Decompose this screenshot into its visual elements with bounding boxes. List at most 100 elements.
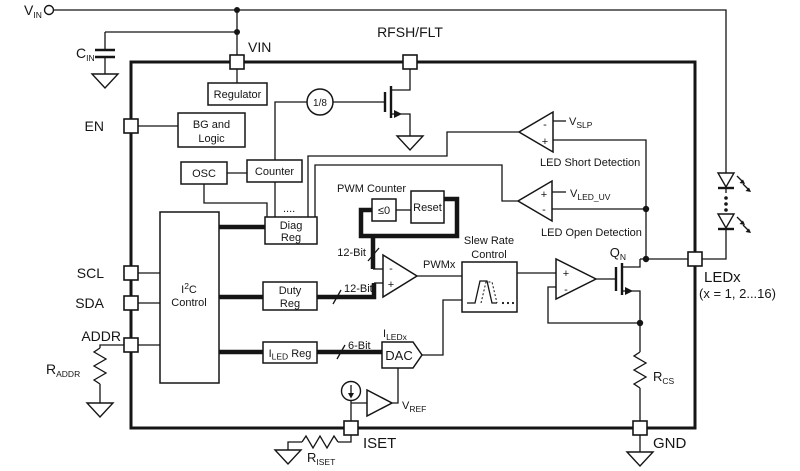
regulator-label: Regulator — [214, 89, 262, 101]
counter-block — [246, 159, 303, 183]
pin-vin — [229, 54, 245, 70]
diag-reg-label-1: Diag — [280, 220, 303, 232]
vin-terminal — [43, 4, 55, 16]
current-error-opamp — [555, 257, 598, 301]
wire-rfsh-drain — [391, 69, 411, 91]
counter-label: Counter — [255, 166, 294, 178]
iled-reg-block — [262, 341, 318, 364]
reset-block — [410, 190, 445, 224]
wire-osc-diag — [203, 184, 268, 217]
pin-en-label: EN — [85, 118, 104, 134]
dac-label: DAC — [385, 348, 412, 363]
pin-gnd — [632, 420, 648, 436]
pin-ledx-label: LEDx — [704, 269, 741, 286]
buses — [219, 196, 460, 360]
wire-vref — [350, 368, 399, 421]
wire-led-sense-top — [553, 139, 647, 209]
regulator-block — [207, 82, 268, 106]
ledx-note: (x = 1, 2...16) — [699, 286, 776, 301]
pin-rfsh-label: RFSH/FLT — [377, 24, 443, 40]
wire-raddr — [99, 344, 124, 403]
open-cmp-plus: + — [541, 189, 547, 201]
pwm-cmp-plus: + — [388, 279, 394, 291]
duty-reg-block — [262, 281, 318, 311]
junction-dots — [234, 7, 650, 327]
cin-ground-icon — [90, 73, 120, 90]
led-string — [716, 172, 751, 233]
pin-scl-label: SCL — [77, 265, 104, 281]
pin-rfsh — [402, 54, 418, 70]
osc-label: OSC — [192, 168, 216, 180]
riset-ground-icon — [273, 449, 303, 466]
bus-slash-12bit-top — [367, 247, 380, 262]
cin-label: CIN — [76, 45, 95, 63]
led-open-comparator — [516, 179, 553, 223]
cin-capacitor — [95, 48, 115, 59]
vslp-label: VSLP — [569, 116, 593, 130]
pins — [123, 54, 703, 436]
i2c-label-2: Control — [171, 297, 206, 309]
le-zero-label: ≤0 — [378, 205, 390, 217]
diag-dots-label: .... — [283, 203, 295, 215]
pin-addr — [123, 337, 139, 353]
short-cmp-plus: + — [542, 136, 548, 148]
wire-short-cmp-out — [307, 131, 519, 217]
diag-reg-label-2: Reg — [281, 232, 301, 244]
pin-vin-label: VIN — [248, 39, 271, 55]
pin-iset-label: ISET — [363, 435, 396, 452]
wire-counter-divider — [274, 101, 307, 160]
divider-block — [306, 88, 334, 116]
bit12-bot-label: 12-Bit — [344, 283, 373, 295]
bg-logic-block — [177, 112, 246, 148]
bus-slash-12bit-bot — [332, 289, 342, 305]
rfsh-mosfet — [383, 86, 402, 118]
pin-gnd-label: GND — [653, 435, 687, 452]
duty-reg-label-1: Duty — [279, 285, 302, 297]
pin-en — [123, 118, 139, 134]
resistors — [92, 347, 648, 450]
divider-label: 1/8 — [313, 98, 327, 109]
led-light-arrow-icon — [736, 175, 751, 233]
opamp-minus: - — [564, 284, 568, 296]
pwm-counter-label: PWM Counter — [337, 183, 406, 195]
led-icon — [716, 172, 736, 189]
rfsh-ground-icon — [395, 135, 425, 152]
slew-rate-block — [461, 261, 518, 313]
qn-mosfet — [614, 263, 633, 295]
iled-reg-label: ILED Reg — [269, 348, 312, 362]
wire-vin-rail — [53, 9, 727, 172]
rcs-label: RCS — [653, 369, 675, 386]
ground-symbols — [85, 73, 655, 468]
reset-label: Reset — [413, 202, 442, 214]
dac-block — [381, 341, 423, 369]
pin-iset — [343, 420, 359, 436]
rcs-resistor — [632, 351, 648, 389]
led-short-comparator — [517, 110, 554, 154]
wire-dac-slew — [422, 299, 462, 356]
slew-waveform-icon — [467, 280, 515, 305]
current-source — [340, 380, 362, 402]
pin-scl — [123, 265, 139, 281]
vref-label: VREF — [402, 400, 426, 414]
pwm-cmp-minus: - — [389, 263, 393, 275]
pin-sda-label: SDA — [75, 295, 104, 311]
pin-sda — [123, 295, 139, 311]
raddr-resistor — [92, 347, 108, 385]
open-cmp-minus: - — [542, 204, 546, 216]
wire-qn-source-rcs — [622, 290, 641, 421]
wire-led-sense — [552, 208, 647, 259]
osc-block — [180, 161, 228, 185]
i2c-label-1: I2C — [181, 281, 197, 296]
bg-logic-label-1: BG and — [193, 119, 230, 131]
i2c-control-block — [159, 211, 220, 384]
wire-open-cmp-out — [314, 164, 518, 217]
riset-label: RISET — [307, 450, 335, 467]
wires — [53, 9, 727, 452]
bus-duty-cmp — [317, 283, 377, 300]
riset-resistor — [301, 434, 339, 450]
diag-reg-block — [264, 216, 318, 245]
pwm-comparator — [382, 253, 419, 299]
led-short-label: LED Short Detection — [540, 157, 640, 169]
